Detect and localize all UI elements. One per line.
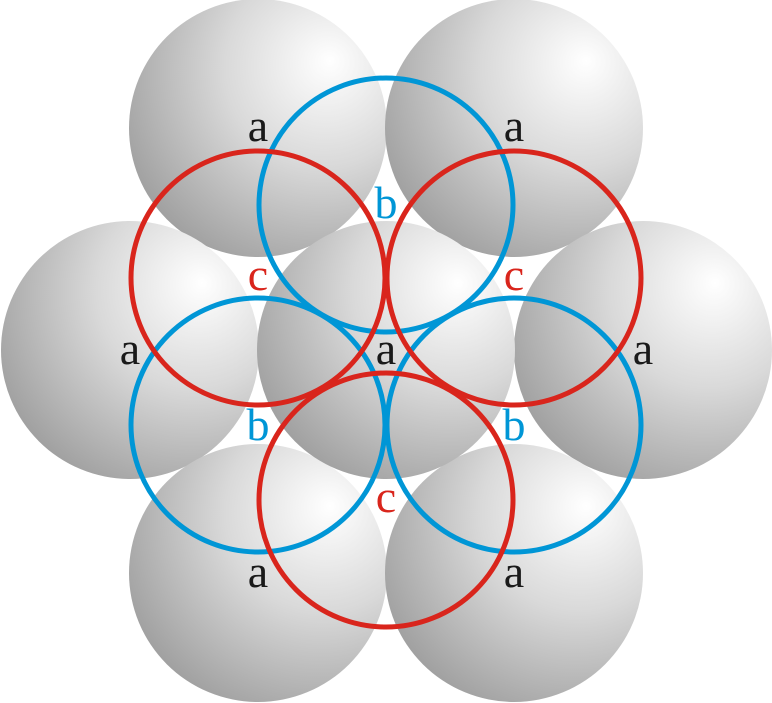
ring-b-top xyxy=(256,75,516,335)
layer-c-rings xyxy=(128,148,644,630)
sphere-left xyxy=(1,221,259,479)
label-a-center: a xyxy=(376,323,396,374)
label-b-top: b xyxy=(375,177,398,228)
label-c-left: c xyxy=(248,249,268,300)
label-c-right: c xyxy=(504,249,524,300)
layer-a-labels: a a a a a a a xyxy=(120,100,653,597)
label-a-left: a xyxy=(120,323,140,374)
layer-b-rings xyxy=(128,75,644,555)
sphere-center xyxy=(257,221,515,479)
label-b-left: b xyxy=(247,399,270,450)
layer-c-labels: c c c xyxy=(248,249,524,522)
label-a-bottom-left: a xyxy=(248,546,268,597)
sphere-top-left xyxy=(129,0,387,257)
ring-c-right xyxy=(384,148,644,408)
label-a-top-left: a xyxy=(248,100,268,151)
layer-b-labels: b b b xyxy=(247,177,526,450)
label-b-right: b xyxy=(503,399,526,450)
sphere-top-right xyxy=(385,0,643,257)
label-a-top-right: a xyxy=(504,100,524,151)
ring-c-bottom xyxy=(256,370,516,630)
label-c-bottom: c xyxy=(376,471,396,522)
sphere-right xyxy=(514,221,772,479)
sphere-bottom-left xyxy=(129,444,387,702)
ring-b-right xyxy=(384,295,644,555)
sphere-bottom-right xyxy=(385,444,643,702)
label-a-bottom-right: a xyxy=(504,546,524,597)
label-a-right: a xyxy=(633,323,653,374)
